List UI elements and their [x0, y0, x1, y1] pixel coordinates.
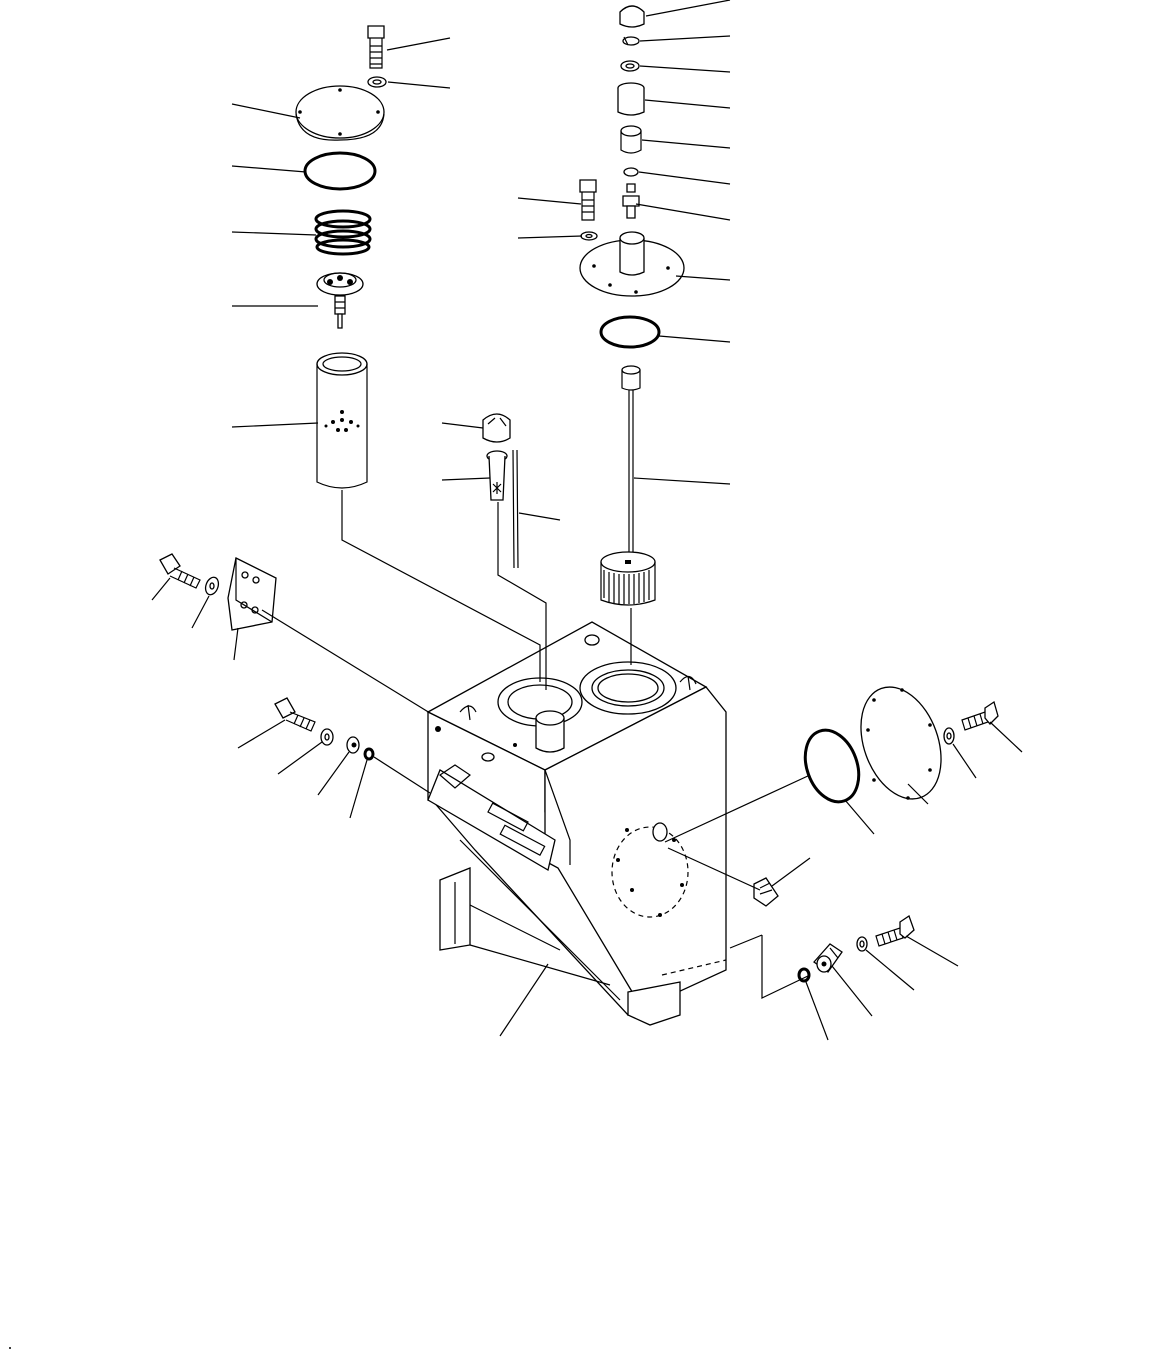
- level-gauge-tube[interactable]: [487, 451, 507, 500]
- dipstick-tube[interactable]: [622, 366, 640, 560]
- o-ring[interactable]: [796, 723, 868, 810]
- strainer[interactable]: [601, 552, 655, 605]
- corner-mark: [9, 1347, 11, 1349]
- plug-valve[interactable]: [623, 184, 639, 218]
- washer-small[interactable]: [623, 37, 639, 45]
- o-ring[interactable]: [305, 153, 375, 189]
- bolt[interactable]: [368, 26, 384, 68]
- breather-cover[interactable]: [580, 232, 684, 296]
- filter-element[interactable]: [317, 353, 367, 488]
- washer-small[interactable]: [581, 232, 597, 240]
- filter-cover[interactable]: [296, 86, 384, 140]
- bracket[interactable]: [228, 558, 276, 630]
- drain-plug[interactable]: [754, 878, 778, 906]
- leader-lines: [152, 0, 1022, 1040]
- assembly-lines: [262, 490, 810, 998]
- bolt[interactable]: [160, 554, 200, 588]
- bolt[interactable]: [876, 916, 914, 946]
- o-ring-large[interactable]: [601, 317, 659, 347]
- washer[interactable]: [944, 728, 954, 744]
- washer[interactable]: [368, 77, 386, 87]
- collar[interactable]: [621, 126, 641, 153]
- bolt[interactable]: [275, 698, 315, 731]
- ring[interactable]: [624, 168, 638, 176]
- bolt[interactable]: [962, 702, 998, 730]
- washer[interactable]: [857, 937, 867, 951]
- bolt-small[interactable]: [580, 180, 596, 220]
- valve[interactable]: [317, 273, 363, 328]
- gauge-rod[interactable]: [513, 450, 518, 568]
- spring[interactable]: [316, 211, 370, 254]
- breather-body[interactable]: [618, 83, 644, 115]
- cap[interactable]: [620, 6, 644, 27]
- oil-filler-cap[interactable]: [483, 414, 510, 442]
- washer[interactable]: [321, 729, 333, 745]
- sensor[interactable]: [814, 944, 842, 972]
- o-ring-small[interactable]: [365, 749, 373, 759]
- washer[interactable]: [203, 575, 220, 596]
- cover-plate[interactable]: [846, 676, 955, 810]
- hydraulic-tank[interactable]: [428, 622, 726, 1025]
- washer-small[interactable]: [621, 61, 639, 71]
- clip[interactable]: [347, 737, 359, 753]
